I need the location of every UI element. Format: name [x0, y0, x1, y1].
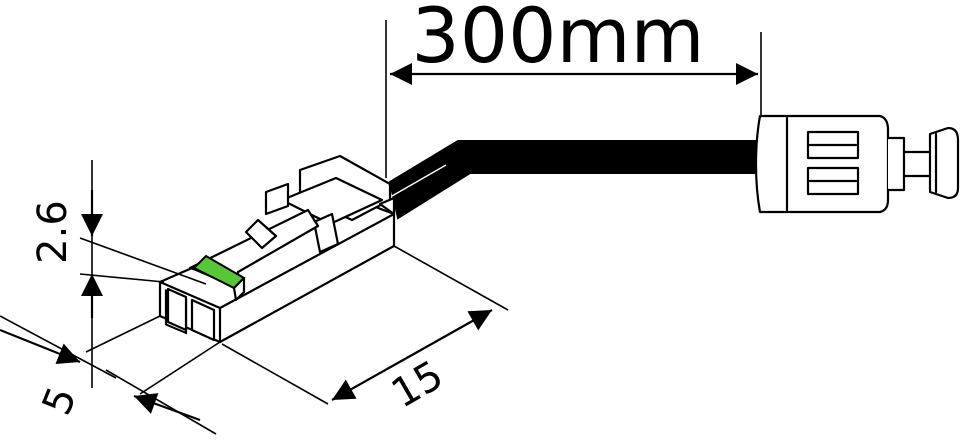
- cable: [388, 140, 763, 220]
- connector-length-label: 15: [384, 352, 451, 417]
- width-arrow-right: [133, 393, 201, 422]
- round-connector-cap: [928, 126, 960, 200]
- round-connector-body: [754, 114, 890, 214]
- width-extension-right: [105, 369, 217, 435]
- round-connector-neck: [888, 136, 906, 192]
- width-extension-left: [0, 315, 117, 379]
- length-extension-front: [221, 343, 329, 405]
- connector-height-label: 2.6: [30, 200, 76, 264]
- connector-slot-1: [166, 287, 188, 332]
- connector-post-left: [264, 182, 290, 216]
- connector-width-label: 5: [34, 381, 86, 422]
- connector-latch-tab: [244, 218, 278, 250]
- length-extension-rear: [393, 245, 509, 311]
- round-connector: [754, 114, 960, 214]
- rect-connector: [158, 154, 396, 344]
- cable-length-dimension: 300mm: [385, 0, 762, 180]
- cable-highlight: [391, 164, 447, 197]
- connector-height-dimension: 2.6: [30, 160, 207, 388]
- width-arrow-left: [0, 328, 81, 365]
- cable-body: [388, 140, 763, 220]
- height-extension-top: [79, 237, 207, 285]
- connector-post-right: [312, 212, 340, 254]
- connector-slot-2: [190, 298, 216, 342]
- length-dimension-line: [331, 309, 493, 401]
- cable-length-label: 300mm: [411, 0, 704, 80]
